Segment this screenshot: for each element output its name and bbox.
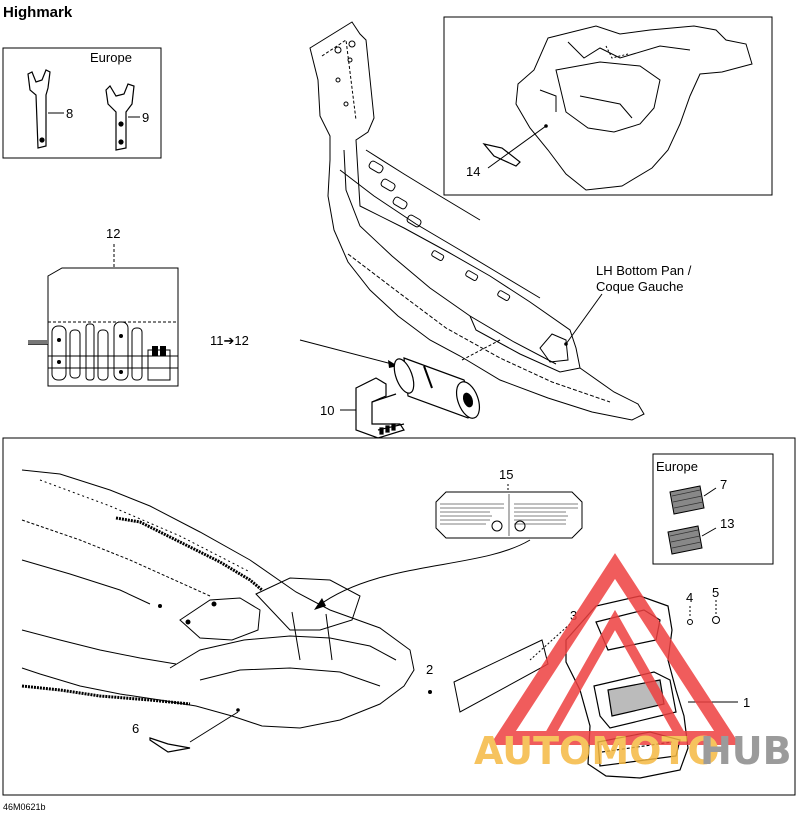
bottom-pan-holes: [334, 40, 511, 301]
callout-10: 10: [320, 403, 334, 418]
callout-15: 15: [499, 467, 513, 482]
callout-8: 8: [66, 106, 73, 121]
washer-5-icon: [712, 616, 720, 624]
part-label-line1: LH Bottom Pan /: [596, 263, 692, 278]
tool-cylinder: [393, 357, 481, 419]
screw-4-icon: [687, 619, 693, 625]
watermark-text-a: AUTOMOTO: [474, 729, 720, 773]
callout-14: 14: [466, 164, 480, 179]
automotohub-watermark: AUTOMOTO HUB: [474, 553, 792, 773]
bracket-10: [355, 377, 405, 439]
callout-11-12: 11➔12: [210, 333, 249, 348]
reflector-7-icon: [669, 485, 705, 515]
track-edge-icon: [115, 516, 263, 592]
lh-bottom-pan: [309, 21, 645, 421]
callout-13: 13: [720, 516, 734, 531]
wrench-9-icon: [105, 83, 135, 151]
detail-box-14: 14: [443, 16, 773, 196]
callout-5: 5: [712, 585, 719, 600]
tool-kit-12: 12: [28, 226, 179, 387]
gasket-14-icon: [482, 143, 521, 167]
callout-9: 9: [142, 110, 149, 125]
wrench-8-icon: [27, 69, 51, 149]
part-label-line2: Coque Gauche: [596, 279, 683, 294]
callout-12: 12: [106, 226, 120, 241]
figure-code: 46M0621b: [3, 802, 46, 812]
callout-1: 1: [743, 695, 750, 710]
callout-3: 3: [570, 608, 577, 623]
watermark-text-b: HUB: [700, 729, 792, 773]
callout-7: 7: [720, 477, 727, 492]
page-title: Highmark: [3, 4, 73, 21]
part-6-icon: [149, 737, 191, 753]
europe-label-top: Europe: [90, 50, 132, 65]
europe-wrench-box: Europe 8 9: [2, 47, 162, 159]
reflector-13-icon: [667, 525, 703, 555]
warning-decal-15: [435, 491, 583, 539]
europe-label-bottom: Europe: [656, 459, 698, 474]
callout-6: 6: [132, 721, 139, 736]
callout-4: 4: [686, 590, 693, 605]
callout-2: 2: [426, 662, 433, 677]
